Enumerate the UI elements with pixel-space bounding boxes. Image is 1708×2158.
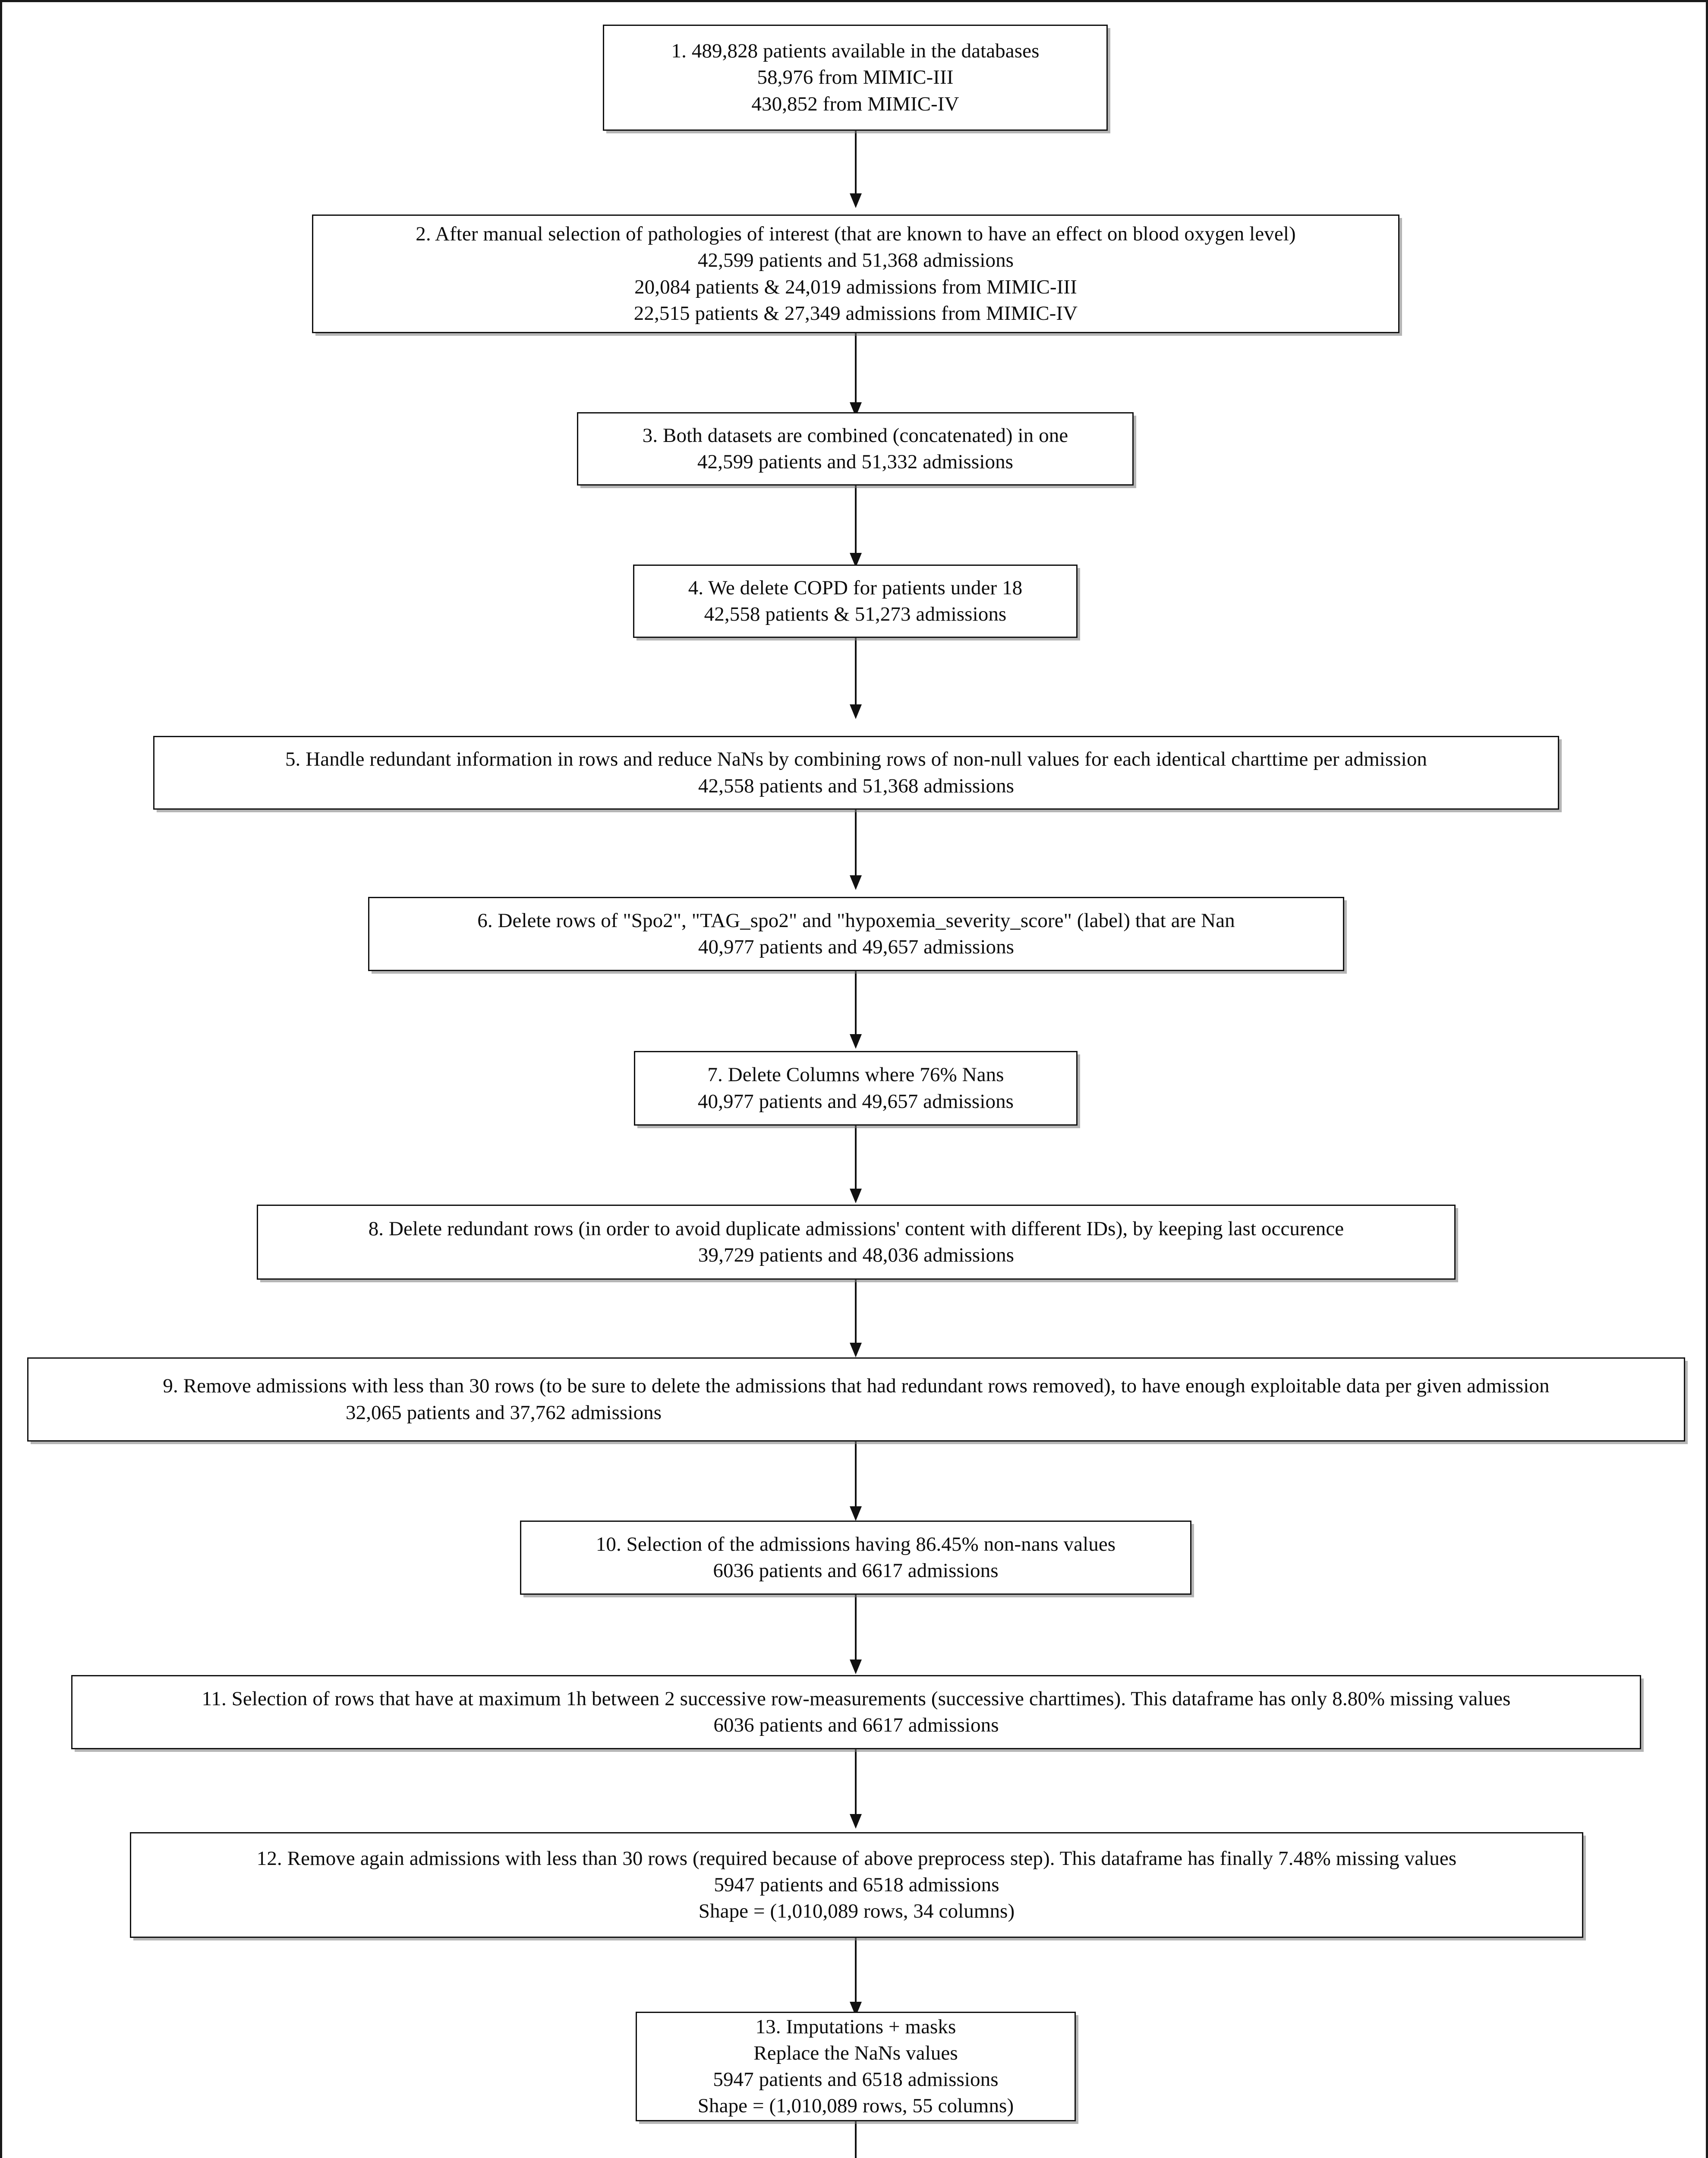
flow-node-13-line-1: 13. Imputations + masks [755,2015,956,2038]
arrowhead-10-11 [850,1660,862,1674]
flow-node-3[interactable]: 3. Both datasets are combined (concatena… [577,412,1134,486]
flow-node-5[interactable]: 5. Handle redundant information in rows … [153,736,1559,810]
flow-node-2-line-4: 22,515 patients & 27,349 admissions from… [633,302,1078,325]
flow-node-10[interactable]: 10. Selection of the admissions having 8… [520,1521,1191,1595]
connector-3-4 [855,486,857,553]
flow-node-10-line-1: 10. Selection of the admissions having 8… [596,1533,1116,1555]
flow-node-9-line-1: 9. Remove admissions with less than 30 r… [163,1375,1550,1398]
flow-node-11[interactable]: 11. Selection of rows that have at maxim… [71,1675,1641,1749]
connector-9-10 [855,1442,857,1506]
arrowhead-6-7 [850,1034,862,1049]
flow-node-12-line-1: 12. Remove again admissions with less th… [256,1847,1457,1870]
connector-10-11 [855,1595,857,1660]
connector-8-9 [855,1280,857,1343]
flow-node-11-line-1: 11. Selection of rows that have at maxim… [202,1687,1511,1710]
flow-node-5-line-1: 5. Handle redundant information in rows … [285,748,1428,771]
flow-node-13-line-4: Shape = (1,010,089 rows, 55 columns) [697,2095,1014,2117]
flow-node-2-line-2: 42,599 patients and 51,368 admissions [697,249,1014,272]
flow-node-1-line-2: 58,976 from MIMIC-III [757,66,954,89]
flow-node-8-line-1: 8. Delete redundant rows (in order to av… [368,1217,1344,1240]
flow-node-4-line-2: 42,558 patients & 51,273 admissions [704,603,1007,625]
flow-node-12[interactable]: 12. Remove again admissions with less th… [130,1832,1583,1938]
flow-node-6-line-1: 6. Delete rows of "Spo2", "TAG_spo2" and… [477,909,1235,932]
flow-node-7[interactable]: 7. Delete Columns where 76% Nans 40,977 … [634,1051,1078,1126]
arrowhead-4-5 [850,704,862,719]
flow-node-8-line-2: 39,729 patients and 48,036 admissions [698,1244,1015,1266]
connector-6-7 [855,971,857,1034]
flow-node-13-line-2: Replace the NaNs values [753,2041,958,2064]
flow-node-6[interactable]: 6. Delete rows of "Spo2", "TAG_spo2" and… [368,897,1344,971]
flow-node-11-line-2: 6036 patients and 6617 admissions [713,1714,999,1736]
arrowhead-11-12 [850,1814,862,1829]
flow-node-7-line-1: 7. Delete Columns where 76% Nans [707,1063,1004,1086]
flow-node-13[interactable]: 13. Imputations + masks Replace the NaNs… [636,2012,1076,2121]
flow-node-12-line-2: 5947 patients and 6518 admissions [714,1873,999,1896]
arrowhead-5-6 [850,875,862,890]
connector-11-12 [855,1749,857,1814]
connector-7-8 [855,1126,857,1189]
arrowhead-7-8 [850,1189,862,1203]
flow-node-12-line-3: Shape = (1,010,089 rows, 34 columns) [698,1900,1015,1923]
flow-node-3-line-2: 42,599 patients and 51,332 admissions [697,451,1014,473]
flow-node-1-line-3: 430,852 from MIMIC-IV [751,92,959,115]
flow-node-5-line-2: 42,558 patients and 51,368 admissions [698,774,1015,797]
connector-12-13 [855,1938,857,2002]
connector-1-2 [855,131,857,193]
flow-node-1-line-1: 1. 489,828 patients available in the dat… [671,40,1040,63]
arrowhead-8-9 [850,1343,862,1357]
flow-node-9-line-2: 32,065 patients and 37,762 admissions [346,1401,662,1424]
flow-node-2-line-3: 20,084 patients & 24,019 admissions from… [634,275,1077,298]
flow-node-1[interactable]: 1. 489,828 patients available in the dat… [603,25,1108,131]
flow-node-2-line-1: 2. After manual selection of pathologies… [416,223,1296,246]
flow-node-10-line-2: 6036 patients and 6617 admissions [713,1559,999,1582]
flow-node-3-line-1: 3. Both datasets are combined (concatena… [642,424,1068,447]
connector-4-5 [855,638,857,704]
arrowhead-1-2 [850,193,862,208]
connector-13-14 [855,2121,857,2158]
flow-node-7-line-2: 40,977 patients and 49,657 admissions [697,1090,1014,1113]
connector-2-3 [855,333,857,402]
connector-5-6 [855,810,857,875]
flow-node-2[interactable]: 2. After manual selection of pathologies… [312,215,1399,333]
flow-node-13-line-3: 5947 patients and 6518 admissions [713,2068,999,2091]
flow-node-4[interactable]: 4. We delete COPD for patients under 18 … [633,565,1078,638]
flow-node-6-line-2: 40,977 patients and 49,657 admissions [698,936,1015,958]
flow-node-4-line-1: 4. We delete COPD for patients under 18 [688,576,1023,599]
flow-node-8[interactable]: 8. Delete redundant rows (in order to av… [257,1205,1456,1280]
arrowhead-9-10 [850,1506,862,1521]
flow-node-9[interactable]: 9. Remove admissions with less than 30 r… [27,1357,1685,1442]
